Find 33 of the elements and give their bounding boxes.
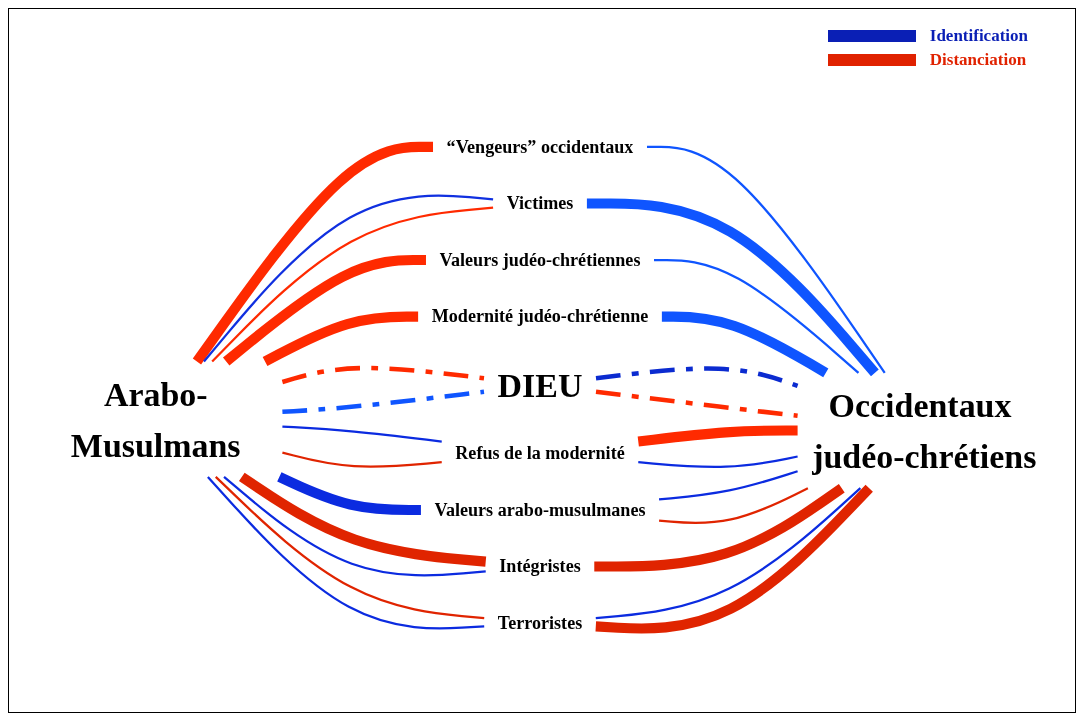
node-text: Occidentaux judéo-chrétiens (812, 386, 1037, 475)
connector (586, 198, 879, 377)
node-text: Refus de la modernité (455, 443, 625, 463)
connector (281, 365, 485, 385)
connector (223, 476, 486, 577)
connector (658, 487, 809, 525)
node-text: Modernité judéo-chrétienne (431, 306, 649, 326)
node-text: Valeurs arabo-musulmanes (434, 499, 646, 520)
node-text: Intégristes (499, 556, 581, 576)
node-text: Arabo-Musulmans (70, 375, 241, 464)
connector (192, 141, 433, 365)
legend-label: Identification (929, 26, 1028, 46)
connector (595, 366, 799, 389)
legend-label: Distanciation (929, 50, 1027, 70)
connector (594, 484, 845, 572)
node-text: Victimes (506, 193, 574, 213)
node-text: “Vengeurs” occidentaux (446, 136, 634, 156)
connector (238, 472, 487, 567)
node-text: Terroristes (497, 612, 583, 633)
node-text: DIEU (497, 366, 583, 404)
connector (647, 145, 886, 374)
connector (658, 470, 798, 501)
connector (282, 451, 442, 468)
connector (282, 425, 442, 443)
connector (223, 254, 426, 366)
connector (654, 258, 860, 374)
connector (638, 455, 798, 469)
connector (595, 389, 798, 419)
connector (661, 311, 829, 378)
connector (282, 389, 485, 415)
connector (277, 472, 421, 516)
node-text: Valeurs judéo-chrétiennes (439, 249, 641, 270)
connector (637, 425, 798, 447)
